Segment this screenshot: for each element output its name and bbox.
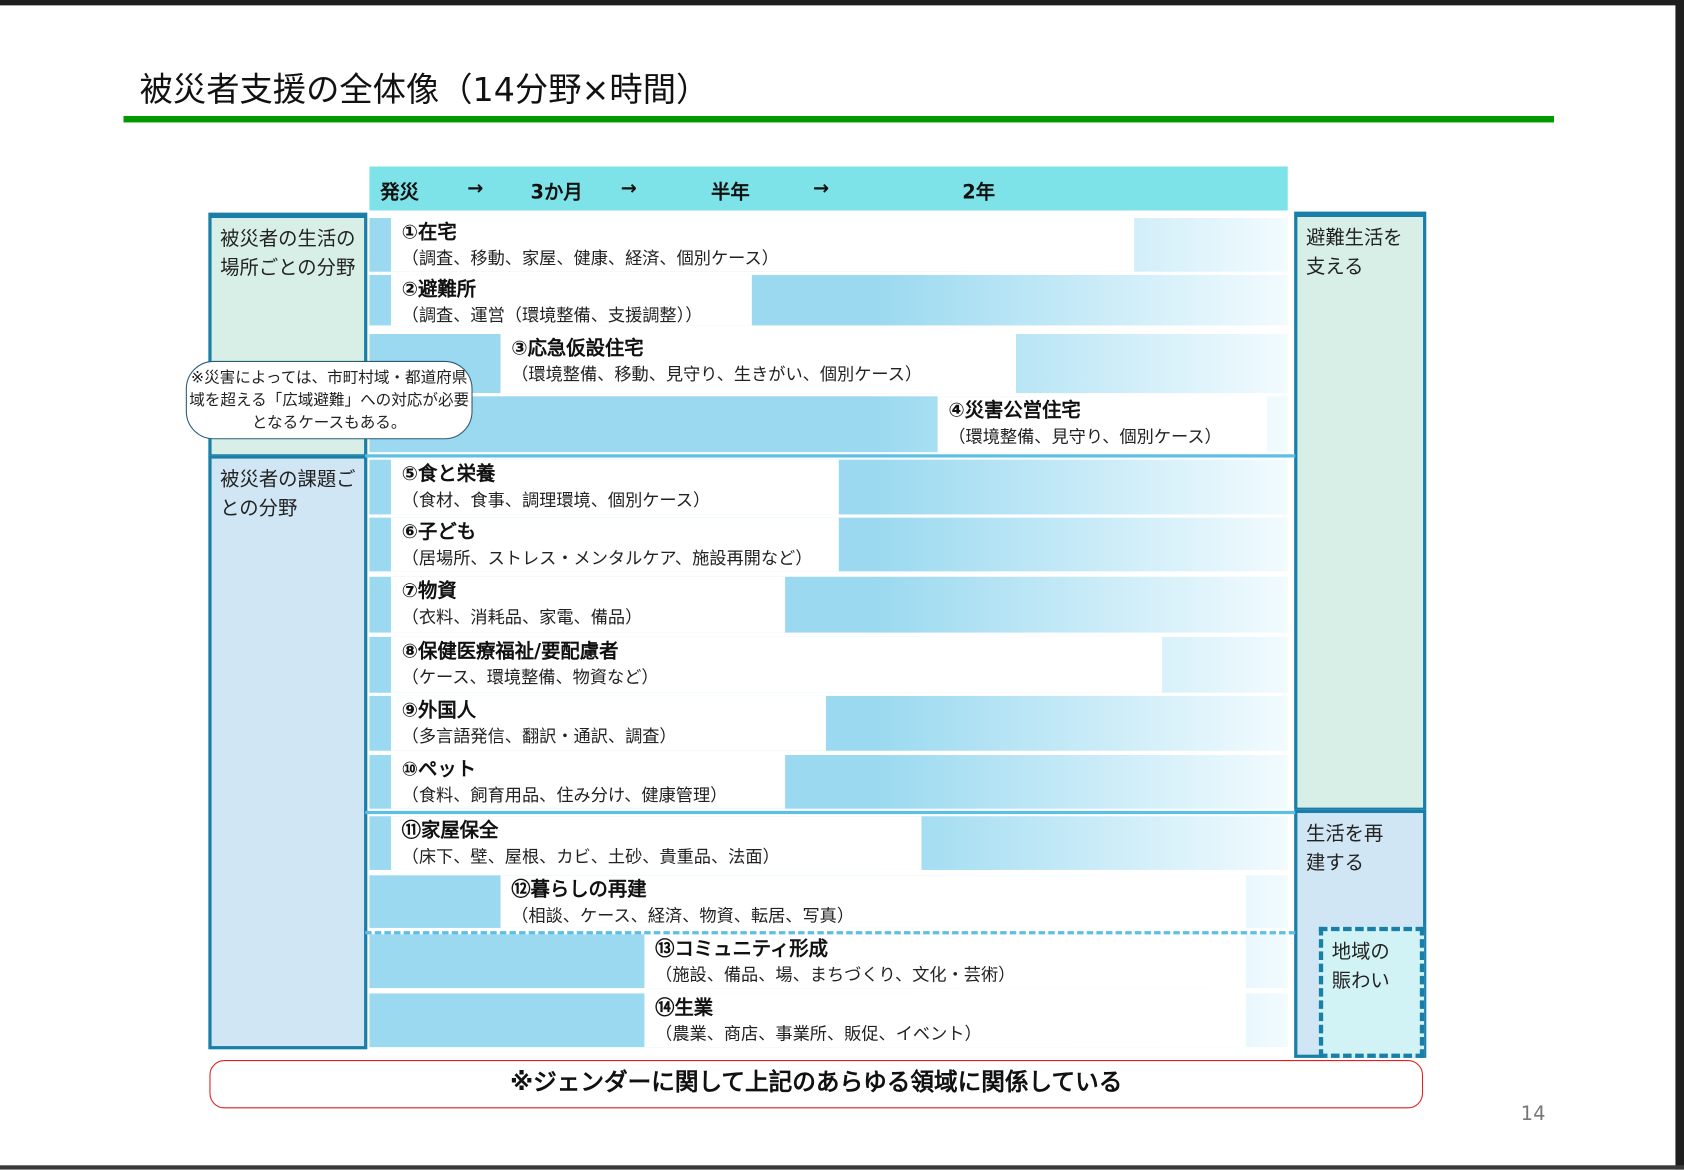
section-divider-dashed xyxy=(365,931,1296,935)
field-detail: （農業、商店、事業所、販促、イベント） xyxy=(655,1023,982,1044)
field-title: ①在宅 xyxy=(401,221,457,244)
field-item: ⑩ペット （食料、飼育用品、住み分け、健康管理） xyxy=(390,755,786,809)
field-item: ⑪家屋保全 （床下、壁、屋根、カビ、土砂、貴重品、法面） xyxy=(390,816,922,870)
timeline-2-years: 2年 xyxy=(962,181,996,205)
field-title: ⑪家屋保全 xyxy=(401,819,499,843)
arrow-icon: → xyxy=(620,177,637,200)
field-detail: （調査、移動、家屋、健康、経済、個別ケース） xyxy=(401,248,779,269)
wide-area-evacuation-callout: ※災害によっては、市町村域・都道府県域を超える「広域避難」への対応が必要となるケ… xyxy=(185,360,473,440)
field-item: ⑬コミュニティ形成 （施設、備品、場、まちづくり、文化・芸術） xyxy=(644,934,1246,989)
field-item: ④災害公営住宅 （環境整備、見守り、個別ケース） xyxy=(937,396,1268,453)
group-issues: 被災者の課題ごとの分野 xyxy=(208,455,368,1050)
window-bottom-border xyxy=(0,1165,1684,1170)
field-title: ⑤食と栄養 xyxy=(401,462,496,486)
arrow-icon: → xyxy=(813,177,830,200)
field-title: ⑧保健医療福祉/要配慮者 xyxy=(401,640,619,663)
group-label: 地域の賑わい xyxy=(1331,940,1390,993)
field-detail: （多言語発信、翻訳・通訳、調査） xyxy=(401,726,677,747)
field-item: ⑤食と栄養 （食材、食事、調理環境、個別ケース） xyxy=(390,459,839,515)
group-label: 避難生活を支える xyxy=(1305,226,1403,279)
slide-title: 被災者支援の全体像（14分野×時間） xyxy=(139,70,710,110)
field-item: ②避難所 （調査、運営（環境整備、支援調整）） xyxy=(390,274,752,326)
arrow-icon: → xyxy=(467,177,484,200)
field-detail: （衣料、消耗品、家電、備品） xyxy=(401,606,643,628)
field-title: ⑬コミュニティ形成 xyxy=(655,937,828,961)
group-label: 生活を再建する xyxy=(1305,822,1384,875)
field-detail: （施設、備品、場、まちづくり、文化・芸術） xyxy=(655,964,1016,985)
field-item: ⑦物資 （衣料、消耗品、家電、備品） xyxy=(390,576,786,633)
group-support-evacuation: 避難生活を支える xyxy=(1294,211,1427,811)
page-number: 14 xyxy=(1520,1102,1546,1126)
field-title: ④災害公営住宅 xyxy=(948,399,1081,423)
field-item: ⑭生業 （農業、商店、事業所、販促、イベント） xyxy=(644,993,1246,1048)
group-label: 被災者の課題ごとの分野 xyxy=(220,468,356,520)
section-divider xyxy=(365,454,1296,458)
field-detail: （ケース、環境整備、物資など） xyxy=(401,666,659,688)
field-title: ⑦物資 xyxy=(401,579,457,603)
field-title: ⑥子ども xyxy=(401,520,477,544)
field-detail: （居場所、ストレス・メンタルケア、施設再開など） xyxy=(401,547,813,569)
field-title: ⑫暮らしの再建 xyxy=(511,878,647,902)
timeline-half-year: 半年 xyxy=(710,181,750,205)
group-community-vibrancy: 地域の賑わい xyxy=(1318,926,1425,1058)
timeline-3-months: 3か月 xyxy=(530,181,583,205)
field-detail: （相談、ケース、経済、物資、転居、写真） xyxy=(511,905,855,926)
field-title: ⑩ペット xyxy=(401,758,477,781)
field-detail: （食料、飼育用品、住み分け、健康管理） xyxy=(401,785,728,806)
timeline-start: 発災 xyxy=(380,181,419,205)
field-detail: （環境整備、見守り、個別ケース） xyxy=(948,426,1222,447)
field-detail: （環境整備、移動、見守り、生きがい、個別ケース） xyxy=(511,364,923,385)
field-title: ③応急仮設住宅 xyxy=(511,337,644,360)
field-item: ⑨外国人 （多言語発信、翻訳・通訳、調査） xyxy=(390,695,826,751)
gender-note: ※ジェンダーに関して上記のあらゆる領域に関係している xyxy=(209,1060,1424,1109)
field-title: ②避難所 xyxy=(401,278,477,301)
field-title: ⑨外国人 xyxy=(401,699,477,722)
timeline-header: 発災 → 3か月 → 半年 → 2年 xyxy=(369,166,1288,211)
field-detail: （食材、食事、調理環境、個別ケース） xyxy=(401,489,711,511)
field-item: ⑧保健医療福祉/要配慮者 （ケース、環境整備、物資など） xyxy=(390,636,1163,693)
field-item: ⑥子ども （居場所、ストレス・メンタルケア、施設再開など） xyxy=(390,517,839,572)
field-detail: （調査、運営（環境整備、支援調整）） xyxy=(401,305,703,326)
window-top-border xyxy=(0,0,1684,6)
title-underline xyxy=(123,115,1555,123)
section-divider xyxy=(365,810,1296,815)
window-right-border xyxy=(1675,0,1684,1170)
field-item: ⑫暮らしの再建 （相談、ケース、経済、物資、転居、写真） xyxy=(500,875,1246,928)
field-item: ③応急仮設住宅 （環境整備、移動、見守り、生きがい、個別ケース） xyxy=(500,334,1017,394)
field-item: ①在宅 （調査、移動、家屋、健康、経済、個別ケース） xyxy=(390,218,1135,272)
field-detail: （床下、壁、屋根、カビ、土砂、貴重品、法面） xyxy=(401,846,780,867)
field-title: ⑭生業 xyxy=(655,996,714,1020)
group-label: 被災者の生活の場所ごとの分野 xyxy=(220,227,356,280)
